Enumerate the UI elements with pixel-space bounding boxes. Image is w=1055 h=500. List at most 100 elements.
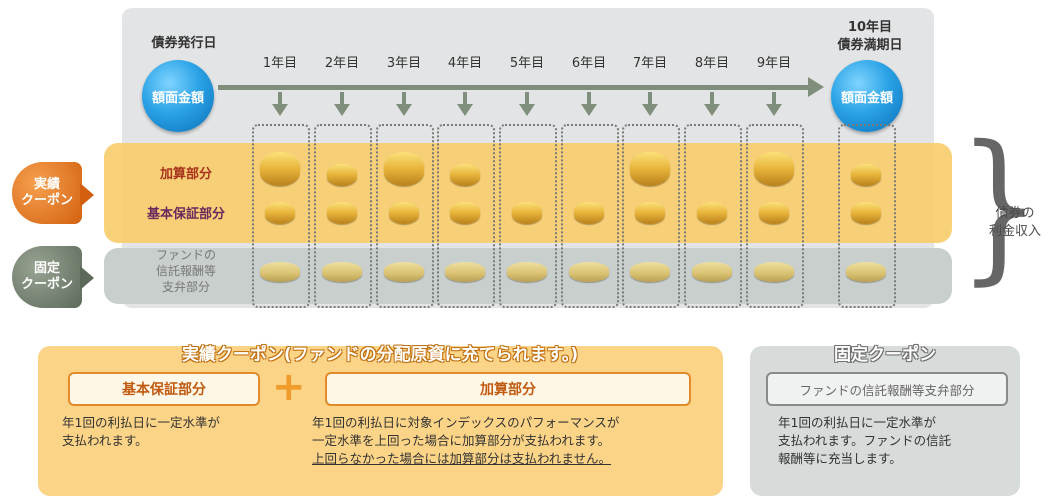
down-arrow-icon: [457, 104, 473, 116]
down-arrow-stem: [278, 92, 282, 106]
additional-coin-icon: [450, 164, 480, 186]
right-brace-icon: }: [958, 110, 1041, 300]
face-value-label: 額面金額: [151, 90, 204, 106]
year-label: 4年目: [447, 56, 483, 71]
face-value-maturity-circle: 額面金額: [831, 60, 903, 132]
base-guarantee-box: 基本保証部分: [68, 372, 260, 406]
down-arrow-stem: [710, 92, 714, 106]
face-value-label: 額面金額: [840, 90, 893, 106]
year-column-box: [314, 124, 372, 308]
year-column-box: [437, 124, 495, 308]
year-column-box: [561, 124, 619, 308]
base-coin-icon: [450, 202, 480, 224]
down-arrow-stem: [463, 92, 467, 106]
additional-coin-icon: [630, 152, 670, 186]
down-arrow-stem: [402, 92, 406, 106]
additional-coin-icon: [851, 164, 881, 186]
add-desc-line2: 一定水準を上回った場合に加算部分が支払われます。: [312, 433, 611, 448]
base-desc-line1: 年1回の利払日に一定水準が: [62, 415, 220, 430]
down-arrow-stem: [525, 92, 529, 106]
base-coin-icon: [389, 202, 419, 224]
base-desc-line2: 支払われます。: [62, 433, 148, 448]
year-label: 2年目: [324, 56, 360, 71]
down-arrow-icon: [396, 104, 412, 116]
fixed-coin-icon: [384, 262, 424, 282]
actual-coupon-badge: 実績 クーポン: [12, 162, 82, 224]
fixed-coupon-heading: 固定クーポン: [834, 345, 936, 365]
year-column-box: [252, 124, 310, 308]
down-arrow-icon: [642, 104, 658, 116]
fixed-coupon-badge: 固定 クーポン: [12, 246, 82, 308]
additional-coin-icon: [754, 152, 794, 186]
face-value-issue-circle: 額面金額: [142, 60, 214, 132]
fixed-desc-line3: 報酬等に充当します。: [778, 451, 902, 466]
maturity-year-label: 10年目: [847, 20, 893, 35]
additional-coin-icon: [384, 152, 424, 186]
year-column-box: [746, 124, 804, 308]
additional-coin-icon: [327, 164, 357, 186]
down-arrow-stem: [772, 92, 776, 106]
year-column-box: [684, 124, 742, 308]
row-label-additional: 加算部分: [159, 167, 212, 182]
base-coin-icon: [327, 202, 357, 224]
base-coin-icon: [574, 202, 604, 224]
timeline-arrow-line: [218, 85, 810, 90]
fixed-coin-icon: [260, 262, 300, 282]
plus-icon: +: [272, 364, 306, 410]
year-label: 5年目: [509, 56, 545, 71]
fixed-coin-icon: [322, 262, 362, 282]
down-arrow-icon: [272, 104, 288, 116]
base-coin-icon: [512, 202, 542, 224]
base-coin-icon: [759, 202, 789, 224]
row-label-fund-fee-3: 支弁部分: [161, 280, 210, 294]
fixed-coin-icon: [754, 262, 794, 282]
actual-coupon-heading: 実績クーポン(ファンドの分配原資に充てられます。): [181, 345, 579, 365]
year-column-box: [838, 124, 896, 308]
down-arrow-stem: [648, 92, 652, 106]
fund-fee-box: ファンドの信託報酬等支弁部分: [766, 372, 1008, 406]
timeline-arrow-head-icon: [808, 77, 824, 97]
down-arrow-icon: [334, 104, 350, 116]
down-arrow-icon: [519, 104, 535, 116]
row-label-base-guarantee: 基本保証部分: [146, 207, 225, 222]
year-column-box: [376, 124, 434, 308]
fixed-coin-icon: [692, 262, 732, 282]
add-desc-line3: 上回らなかった場合には加算部分は支払われません。: [312, 451, 612, 466]
row-label-fund-fee-1: ファンドの: [155, 248, 216, 262]
year-column-box: [499, 124, 557, 308]
down-arrow-icon: [704, 104, 720, 116]
year-label: 8年目: [694, 56, 730, 71]
income-label-2: 利金収入: [988, 224, 1041, 239]
down-arrow-stem: [587, 92, 591, 106]
year-column-box: [622, 124, 680, 308]
fixed-coin-icon: [846, 262, 886, 282]
add-desc-line1: 年1回の利払日に対象インデックスのパフォーマンスが: [312, 415, 620, 430]
base-coin-icon: [265, 202, 295, 224]
income-label-1: 債券の: [995, 206, 1035, 221]
base-coin-icon: [851, 202, 881, 224]
fixed-desc-line1: 年1回の利払日に一定水準が: [778, 415, 936, 430]
down-arrow-icon: [581, 104, 597, 116]
issue-date-label: 債券発行日: [151, 36, 217, 51]
fixed-coin-icon: [507, 262, 547, 282]
additional-coin-icon: [260, 152, 300, 186]
base-coin-icon: [697, 202, 727, 224]
actual-coupon-band: [104, 143, 952, 243]
down-arrow-stem: [340, 92, 344, 106]
year-label: 6年目: [571, 56, 607, 71]
year-label: 1年目: [262, 56, 298, 71]
fixed-coupon-explanation: [750, 346, 1020, 496]
fixed-coupon-pointer-icon: [80, 266, 94, 290]
fixed-coin-icon: [569, 262, 609, 282]
actual-coupon-explanation: [38, 346, 723, 496]
maturity-date-label: 債券満期日: [837, 38, 903, 53]
fixed-coin-icon: [445, 262, 485, 282]
additional-box: 加算部分: [325, 372, 691, 406]
year-label: 3年目: [386, 56, 422, 71]
actual-coupon-pointer-icon: [80, 183, 94, 207]
row-label-fund-fee-2: 信託報酬等: [155, 264, 216, 278]
year-label: 9年目: [756, 56, 792, 71]
year-label: 7年目: [632, 56, 668, 71]
down-arrow-icon: [766, 104, 782, 116]
fixed-coin-icon: [630, 262, 670, 282]
